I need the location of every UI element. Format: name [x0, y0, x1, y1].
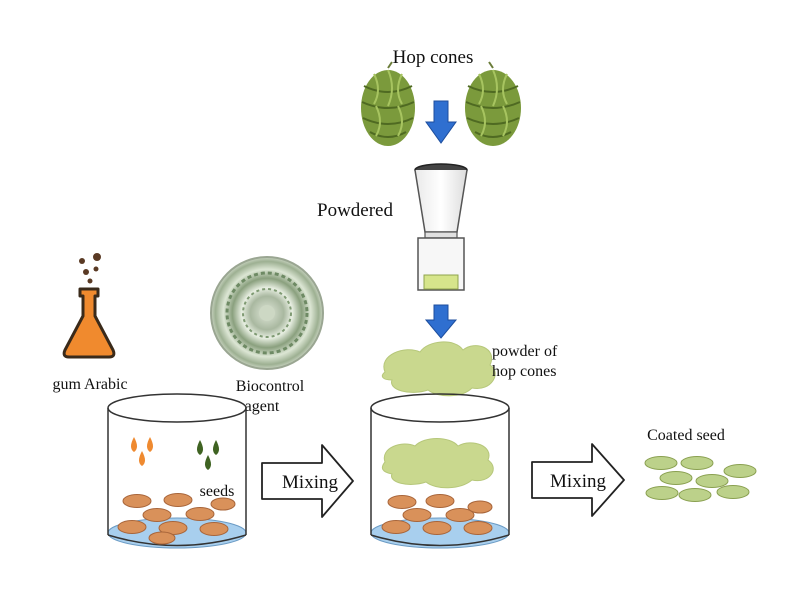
down-arrow-icon: [425, 100, 457, 144]
biocontrol-label-line2: agent: [245, 398, 280, 415]
coated-seeds-group: [644, 456, 757, 502]
biocontrol-drops: [197, 440, 219, 470]
hop-powder-cloud: [381, 341, 496, 397]
seeds-label: seeds: [200, 483, 235, 500]
mixing-label-2: Mixing: [550, 471, 606, 492]
powdered-label: Powdered: [317, 200, 393, 221]
hop-cone-icon: [465, 61, 521, 146]
gum-arabic-drops: [131, 437, 153, 466]
seeds-pile-left: [117, 493, 236, 545]
hop-powder-in-beaker: [381, 438, 494, 489]
flask-icon: [62, 253, 116, 359]
coated-seed-label: Coated seed: [647, 427, 725, 444]
powder-label-line1: powder of: [492, 343, 558, 360]
down-arrow-icon: [424, 304, 458, 339]
mixing-arrow-2: [531, 443, 625, 517]
hop-cones-label: Hop cones: [393, 47, 474, 68]
petri-dish-icon: [210, 256, 324, 370]
mixing-label-1: Mixing: [282, 472, 338, 493]
seeds-pile-middle: [381, 494, 493, 535]
mixing-arrow-1: [261, 444, 354, 518]
grinder-icon: [414, 163, 468, 291]
gum-arabic-label: gum Arabic: [52, 376, 127, 393]
hop-cone-icon: [361, 61, 415, 146]
powder-label-line2: hop cones: [492, 363, 556, 380]
biocontrol-label-line1: Biocontrol: [236, 378, 305, 395]
